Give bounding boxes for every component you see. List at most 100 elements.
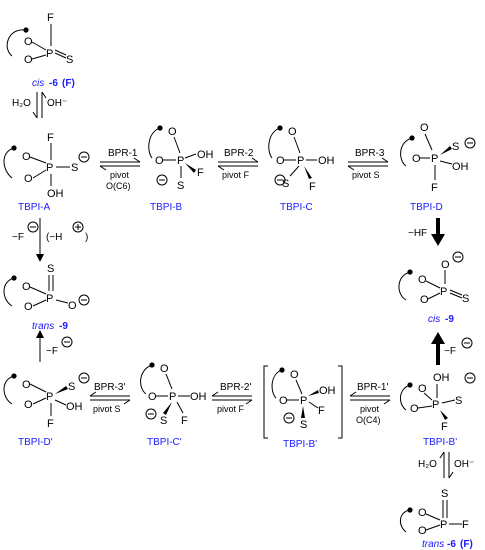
atom-s: S xyxy=(300,419,307,431)
trans-9-structure: O O P S O trans -9 xyxy=(3,263,90,332)
label-trans-9-num: -9 xyxy=(59,321,68,332)
atom-s: S xyxy=(160,415,167,427)
atom-s: S xyxy=(452,141,459,153)
atom-f: F xyxy=(197,167,204,179)
tbpi-d-structure: O O P S OH F TBPI-D xyxy=(400,122,476,213)
atom-o: O xyxy=(24,173,33,185)
reagent-minus-hf: −HF xyxy=(408,228,427,239)
step-d-to-cis9: −HF xyxy=(408,218,445,246)
atom-o: O xyxy=(22,379,31,391)
label-cis-6F-prefix: cis xyxy=(32,78,44,89)
atom-o: O xyxy=(24,301,33,313)
atom-o: O xyxy=(441,259,450,271)
pivot-label: pivot F xyxy=(217,404,245,414)
atom-f: F xyxy=(309,181,316,193)
atom-s: S xyxy=(462,293,469,305)
pivot-label: pivot S xyxy=(352,170,380,180)
pivot-label: pivot S xyxy=(93,404,121,414)
atom-o: O xyxy=(22,151,31,163)
cis-9-structure: O O P O S cis -9 xyxy=(398,251,469,325)
pivot-label: pivot F xyxy=(222,170,250,180)
svg-text:): ) xyxy=(85,232,88,243)
label-tbpi-a: TBPI-A xyxy=(18,202,51,213)
atom-oh: OH xyxy=(197,149,214,161)
atom-oh: OH xyxy=(66,401,83,413)
step-label: BPR-2' xyxy=(220,382,251,393)
reagent-minus-f: −F xyxy=(444,346,456,357)
tbpi-bp-bracketed-structure: O O P OH F S TBPI-B' xyxy=(263,365,343,450)
atom-s: S xyxy=(177,180,184,192)
atom-p: P xyxy=(300,395,307,407)
atom-f: F xyxy=(318,405,325,417)
label-tbpi-bp-bracket: TBPI-B' xyxy=(283,439,317,450)
label-tbpi-cp: TBPI-C' xyxy=(147,437,182,448)
atom-o: O xyxy=(24,54,33,66)
atom-p: P xyxy=(432,399,439,411)
atom-p: P xyxy=(297,155,304,167)
atom-o: O xyxy=(279,395,288,407)
step-bpr-1p: BPR-1' pivot O(C4) xyxy=(349,382,391,425)
atom-o: O xyxy=(24,399,33,411)
atom-oh: OH xyxy=(318,155,335,167)
atom-s: S xyxy=(47,263,54,275)
atom-o: O xyxy=(410,403,419,415)
label-tbpi-b: TBPI-B xyxy=(150,202,183,213)
step-bpr-2p: BPR-2' pivot F xyxy=(211,382,253,414)
atom-p: P xyxy=(169,391,176,403)
atom-p: P xyxy=(46,293,53,305)
label-tbpi-bp: TBPI-B' xyxy=(423,437,457,448)
step-bp-to-cis9: −F xyxy=(431,332,473,365)
atom-s: S xyxy=(455,395,462,407)
atom-f: F xyxy=(431,182,438,194)
atom-o: O xyxy=(420,294,429,306)
atom-oh: OH xyxy=(190,391,207,403)
reagent-h2o: H₂O xyxy=(12,98,31,109)
label-trans-6F-num: -6 xyxy=(447,539,456,550)
atom-s: S xyxy=(71,162,78,174)
atom-oh: OH xyxy=(433,372,450,384)
step-a-to-trans9: −F (−H ) xyxy=(12,218,88,262)
atom-s: S xyxy=(441,488,448,500)
step-bpr-3p: BPR-3' pivot S xyxy=(89,382,131,414)
label-trans-6F-prefix: trans xyxy=(422,539,444,550)
step-label: BPR-1' xyxy=(357,382,388,393)
atom-o: O xyxy=(418,274,427,286)
atom-o: O xyxy=(288,126,297,138)
pivot-label: pivot xyxy=(360,404,380,414)
atom-o: O xyxy=(168,126,177,138)
atom-s: S xyxy=(68,381,75,393)
pivot-label: pivot xyxy=(110,170,130,180)
cis-6F-structure: O O P F S cis -6 (F) xyxy=(6,12,75,89)
label-cis-9-prefix: cis xyxy=(428,314,440,325)
atom-f: F xyxy=(462,519,469,531)
step-label: BPR-3' xyxy=(94,382,125,393)
step-label: BPR-1 xyxy=(108,148,138,159)
label-tbpi-d: TBPI-D xyxy=(410,202,443,213)
label-trans-6F-suffix: (F) xyxy=(460,539,473,550)
atom-o: O xyxy=(68,300,77,312)
label-tbpi-dp: TBPI-D' xyxy=(18,437,53,448)
reagent-oh: OH⁻ xyxy=(454,459,474,470)
atom-o: O xyxy=(22,281,31,293)
atom-p: P xyxy=(177,155,184,167)
atom-f: F xyxy=(47,418,54,430)
atom-p: P xyxy=(440,286,447,298)
atom-p: P xyxy=(46,162,53,174)
atom-o: O xyxy=(290,369,299,381)
equilibrium-bp-trans6F: H₂O OH⁻ xyxy=(418,451,474,479)
atom-o: O xyxy=(160,363,169,375)
atom-f: F xyxy=(47,12,54,24)
label-trans-9-prefix: trans xyxy=(32,321,54,332)
step-bpr-2: BPR-2 pivot F xyxy=(217,148,259,180)
reagent-minus-h: (−H xyxy=(46,232,62,243)
atom-o: O xyxy=(148,391,157,403)
atom-f: F xyxy=(441,421,448,433)
atom-o: O xyxy=(418,507,427,519)
tbpi-bp-structure: O O P OH S F TBPI-B' xyxy=(400,372,476,448)
atom-s: S xyxy=(282,178,289,190)
atom-p: P xyxy=(431,153,438,165)
atom-o: O xyxy=(418,525,427,537)
step-bpr-3: BPR-3 pivot S xyxy=(347,148,389,180)
label-cis-9-num: -9 xyxy=(445,314,454,325)
atom-f: F xyxy=(47,132,54,144)
